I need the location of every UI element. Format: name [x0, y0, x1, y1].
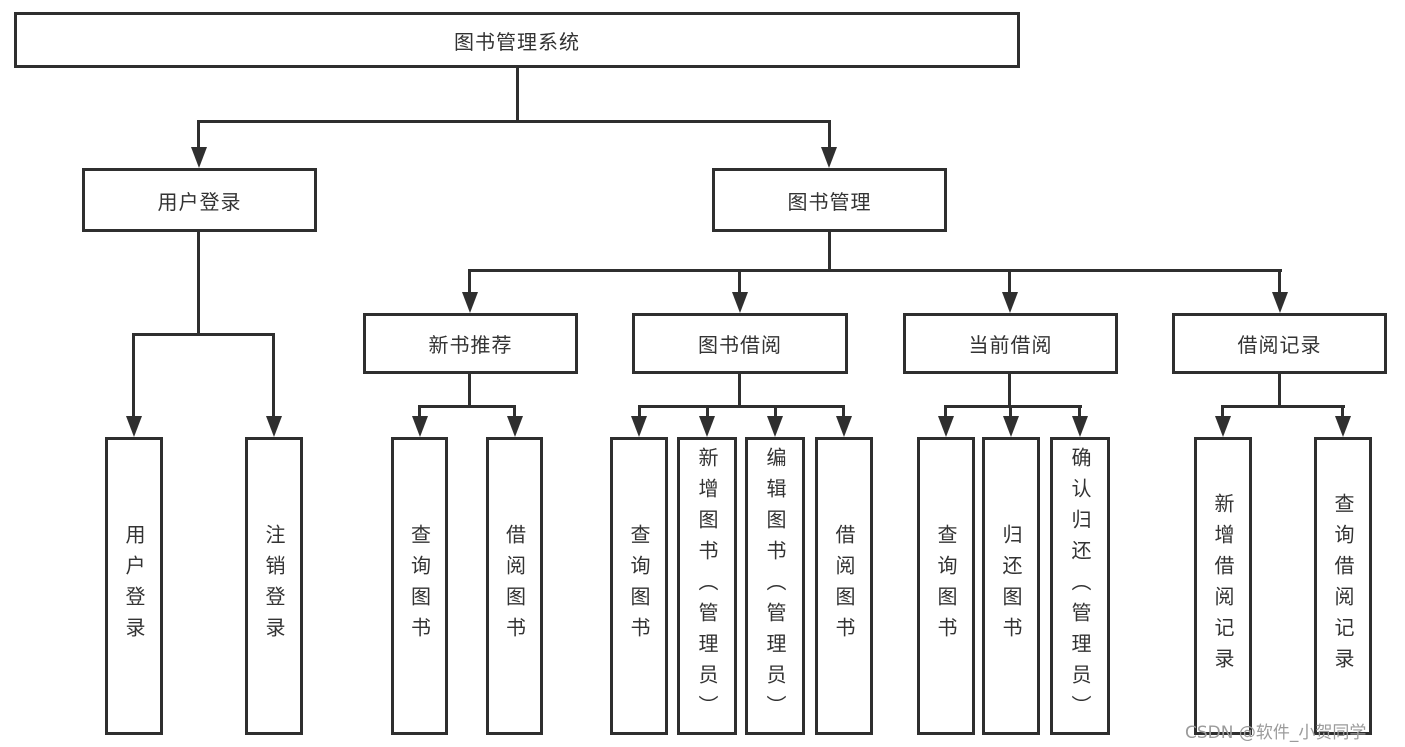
watermark: CSDN @软件_小贺同学	[1185, 723, 1367, 743]
arrowhead-bb-borrow	[836, 416, 852, 437]
node-user-login: 用户登录	[82, 168, 317, 232]
leaf-bb-edit-books-admin-label: 编辑图书（管理员）	[763, 446, 787, 726]
connector-drop-cb-confirm	[1078, 405, 1081, 417]
leaf-cb-query-books: 查询图书	[917, 437, 975, 735]
connector-records-stem	[1278, 374, 1281, 408]
node-new-book-rec-label: 新书推荐	[428, 333, 513, 357]
leaf-nb-borrow-books: 借阅图书	[486, 437, 543, 735]
leaf-bb-query-books-label: 查询图书	[627, 524, 651, 648]
leaf-bb-edit-books-admin: 编辑图书（管理员）	[745, 437, 805, 735]
arrowhead-cb-confirm	[1072, 416, 1088, 437]
connector-drop-book-mgmt	[828, 120, 831, 148]
connector-root-stem	[516, 68, 519, 122]
connector-drop-bb-query	[638, 405, 641, 417]
arrowhead-records	[1272, 292, 1288, 313]
node-book-mgmt: 图书管理	[712, 168, 947, 232]
leaf-logout: 注销登录	[245, 437, 303, 735]
node-book-borrowing: 图书借阅	[632, 313, 848, 374]
leaf-nb-query-books-label: 查询图书	[407, 524, 432, 648]
arrowhead-leaf-logout	[266, 416, 282, 437]
connector-records-rail	[1221, 405, 1345, 408]
connector-drop-records	[1278, 269, 1281, 293]
connector-drop-cb-return	[1009, 405, 1012, 417]
connector-drop-user-login	[197, 120, 200, 148]
connector-current-rail	[944, 405, 1082, 408]
leaf-cb-return-books-label: 归还图书	[999, 524, 1023, 648]
connector-level3-rail	[468, 269, 1282, 272]
connector-borrowing-rail	[638, 405, 845, 408]
arrowhead-nb-borrow	[507, 416, 523, 437]
node-library-system-label: 图书管理系统	[454, 29, 580, 54]
connector-drop-current	[1008, 269, 1011, 293]
connector-drop-nb-borrow	[513, 405, 516, 417]
leaf-bb-borrow-books: 借阅图书	[815, 437, 873, 735]
leaf-cb-confirm-return-admin-label: 确认归还（管理员）	[1068, 446, 1092, 726]
node-book-mgmt-label: 图书管理	[787, 189, 872, 214]
leaf-user-login-label: 用户登录	[122, 524, 146, 648]
leaf-br-add-record: 新增借阅记录	[1194, 437, 1252, 735]
connector-drop-new-book	[468, 269, 471, 293]
arrowhead-current	[1002, 292, 1018, 313]
connector-drop-leaf-logout	[272, 333, 275, 417]
connector-borrowing-stem	[738, 374, 741, 408]
leaf-user-login: 用户登录	[105, 437, 163, 735]
node-borrowing-records-label: 借阅记录	[1237, 333, 1322, 357]
arrowhead-bb-add	[699, 416, 715, 437]
arrowhead-nb-query	[412, 416, 428, 437]
connector-drop-cb-query	[944, 405, 947, 417]
arrowhead-user-login	[191, 147, 207, 168]
leaf-bb-add-books-admin-label: 新增图书（管理员）	[695, 446, 719, 726]
connector-current-stem	[1008, 374, 1011, 408]
arrowhead-new-book	[462, 292, 478, 313]
leaf-cb-query-books-label: 查询图书	[934, 524, 958, 648]
arrowhead-book-mgmt	[821, 147, 837, 168]
leaf-br-add-record-label: 新增借阅记录	[1211, 493, 1235, 679]
node-library-system: 图书管理系统	[14, 12, 1020, 68]
connector-drop-bb-add	[706, 405, 709, 417]
connector-user-login-stem	[197, 232, 200, 336]
node-current-borrowing: 当前借阅	[903, 313, 1118, 374]
arrowhead-br-add	[1215, 416, 1231, 437]
node-current-borrowing-label: 当前借阅	[968, 333, 1053, 357]
connector-drop-br-add	[1221, 405, 1224, 417]
arrowhead-cb-query	[938, 416, 954, 437]
connector-new-book-rail	[418, 405, 516, 408]
arrowhead-br-query	[1335, 416, 1351, 437]
connector-drop-br-query	[1341, 405, 1344, 417]
arrowhead-bb-edit	[767, 416, 783, 437]
connector-drop-borrowing	[738, 269, 741, 293]
arrowhead-leaf-login	[126, 416, 142, 437]
connector-user-login-rail	[132, 333, 275, 336]
arrowhead-bb-query	[631, 416, 647, 437]
connector-drop-nb-query	[418, 405, 421, 417]
connector-drop-bb-borrow	[842, 405, 845, 417]
leaf-bb-add-books-admin: 新增图书（管理员）	[677, 437, 737, 735]
connector-new-book-stem	[468, 374, 471, 408]
arrowhead-cb-return	[1003, 416, 1019, 437]
node-new-book-rec: 新书推荐	[363, 313, 578, 374]
leaf-br-query-record-label: 查询借阅记录	[1331, 493, 1355, 679]
leaf-cb-return-books: 归还图书	[982, 437, 1040, 735]
leaf-br-query-record: 查询借阅记录	[1314, 437, 1372, 735]
connector-drop-bb-edit	[774, 405, 777, 417]
connector-book-mgmt-stem	[828, 232, 831, 272]
leaf-cb-confirm-return-admin: 确认归还（管理员）	[1050, 437, 1110, 735]
node-book-borrowing-label: 图书借阅	[698, 333, 782, 357]
arrowhead-borrowing	[732, 292, 748, 313]
leaf-bb-query-books: 查询图书	[610, 437, 668, 735]
node-user-login-label: 用户登录	[157, 189, 242, 214]
node-borrowing-records: 借阅记录	[1172, 313, 1387, 374]
connector-drop-leaf-login	[132, 333, 135, 417]
connector-root-rail	[197, 120, 831, 123]
leaf-nb-borrow-books-label: 借阅图书	[502, 524, 527, 648]
leaf-bb-borrow-books-label: 借阅图书	[832, 524, 856, 648]
leaf-nb-query-books: 查询图书	[391, 437, 448, 735]
leaf-logout-label: 注销登录	[262, 524, 286, 648]
